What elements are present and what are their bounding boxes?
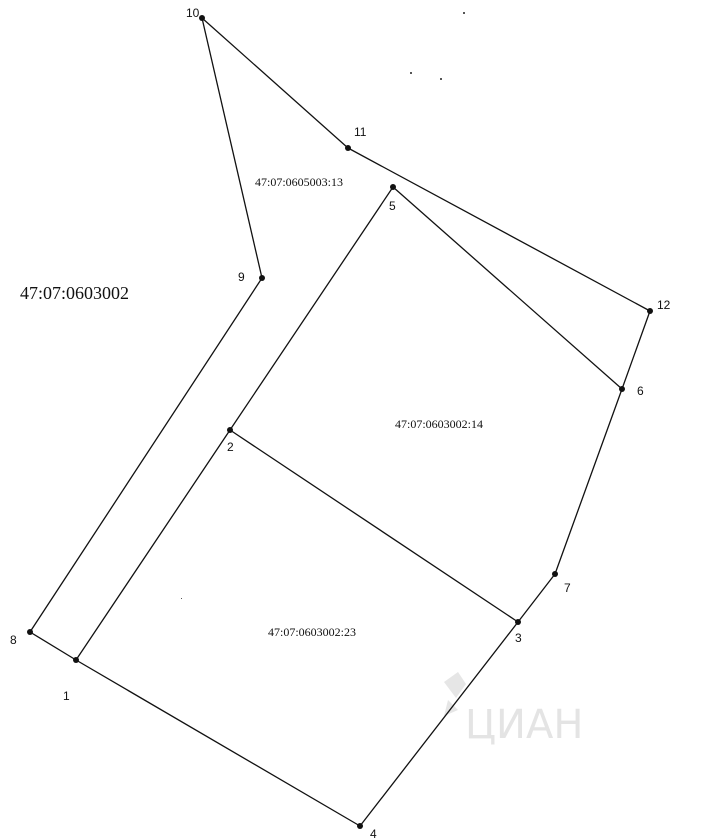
- parcel-label-13: 47:07:0605003:13: [255, 175, 343, 189]
- vertex-label-4: 4: [370, 827, 377, 840]
- scan-speck: [181, 598, 182, 599]
- vertex-labels: 1 2 3 4 5 6 7 8 9 10 11 12: [10, 6, 671, 840]
- vertex-1: [73, 657, 79, 663]
- vertex-label-6: 6: [637, 384, 644, 398]
- edge-2-5: [229, 186, 394, 431]
- scan-speck: [410, 72, 412, 74]
- edge-2-3: [229, 429, 519, 623]
- vertex-label-11: 11: [354, 125, 367, 139]
- vertex-6: [619, 386, 625, 392]
- vertex-4: [357, 823, 363, 829]
- vertex-7: [552, 571, 558, 577]
- vertex-2: [227, 427, 233, 433]
- edge-3-4: [359, 621, 519, 827]
- edge-4-1: [75, 659, 361, 827]
- vertex-markers: [27, 15, 653, 829]
- edge-12-6: [621, 310, 651, 390]
- edge-7-3: [517, 573, 556, 623]
- edge-10-11: [201, 17, 349, 149]
- boundary-lines: [29, 17, 651, 827]
- edge-9-10: [201, 17, 263, 279]
- parcel-label-23: 47:07:0603002:23: [268, 625, 356, 639]
- vertex-10: [199, 15, 205, 21]
- watermark: ЦИАН: [444, 672, 583, 748]
- vertex-3: [515, 619, 521, 625]
- vertex-label-1: 1: [63, 689, 70, 703]
- watermark-logo-icon: [444, 672, 466, 716]
- scan-speck: [463, 12, 465, 14]
- vertex-8: [27, 629, 33, 635]
- vertex-label-12: 12: [657, 298, 671, 312]
- edge-5-6: [392, 186, 623, 390]
- vertex-label-10: 10: [186, 6, 200, 20]
- vertex-12: [647, 308, 653, 314]
- edge-6-7: [554, 388, 623, 575]
- edge-1-8: [29, 631, 77, 661]
- parcel-label-14: 47:07:0603002:14: [395, 417, 483, 431]
- watermark-text: ЦИАН: [465, 702, 583, 748]
- vertex-label-2: 2: [227, 440, 234, 454]
- scan-speck: [440, 78, 442, 80]
- vertex-label-3: 3: [515, 631, 522, 645]
- vertex-9: [259, 275, 265, 281]
- edge-8-9: [29, 277, 263, 633]
- quarter-label: 47:07:0603002: [20, 283, 129, 303]
- edge-1-2: [75, 429, 231, 661]
- vertex-label-5: 5: [389, 199, 396, 213]
- edge-11-12: [347, 147, 651, 312]
- vertex-5: [390, 184, 396, 190]
- vertex-label-8: 8: [10, 633, 17, 647]
- vertex-11: [345, 145, 351, 151]
- vertex-label-7: 7: [564, 581, 571, 595]
- vertex-label-9: 9: [238, 270, 245, 284]
